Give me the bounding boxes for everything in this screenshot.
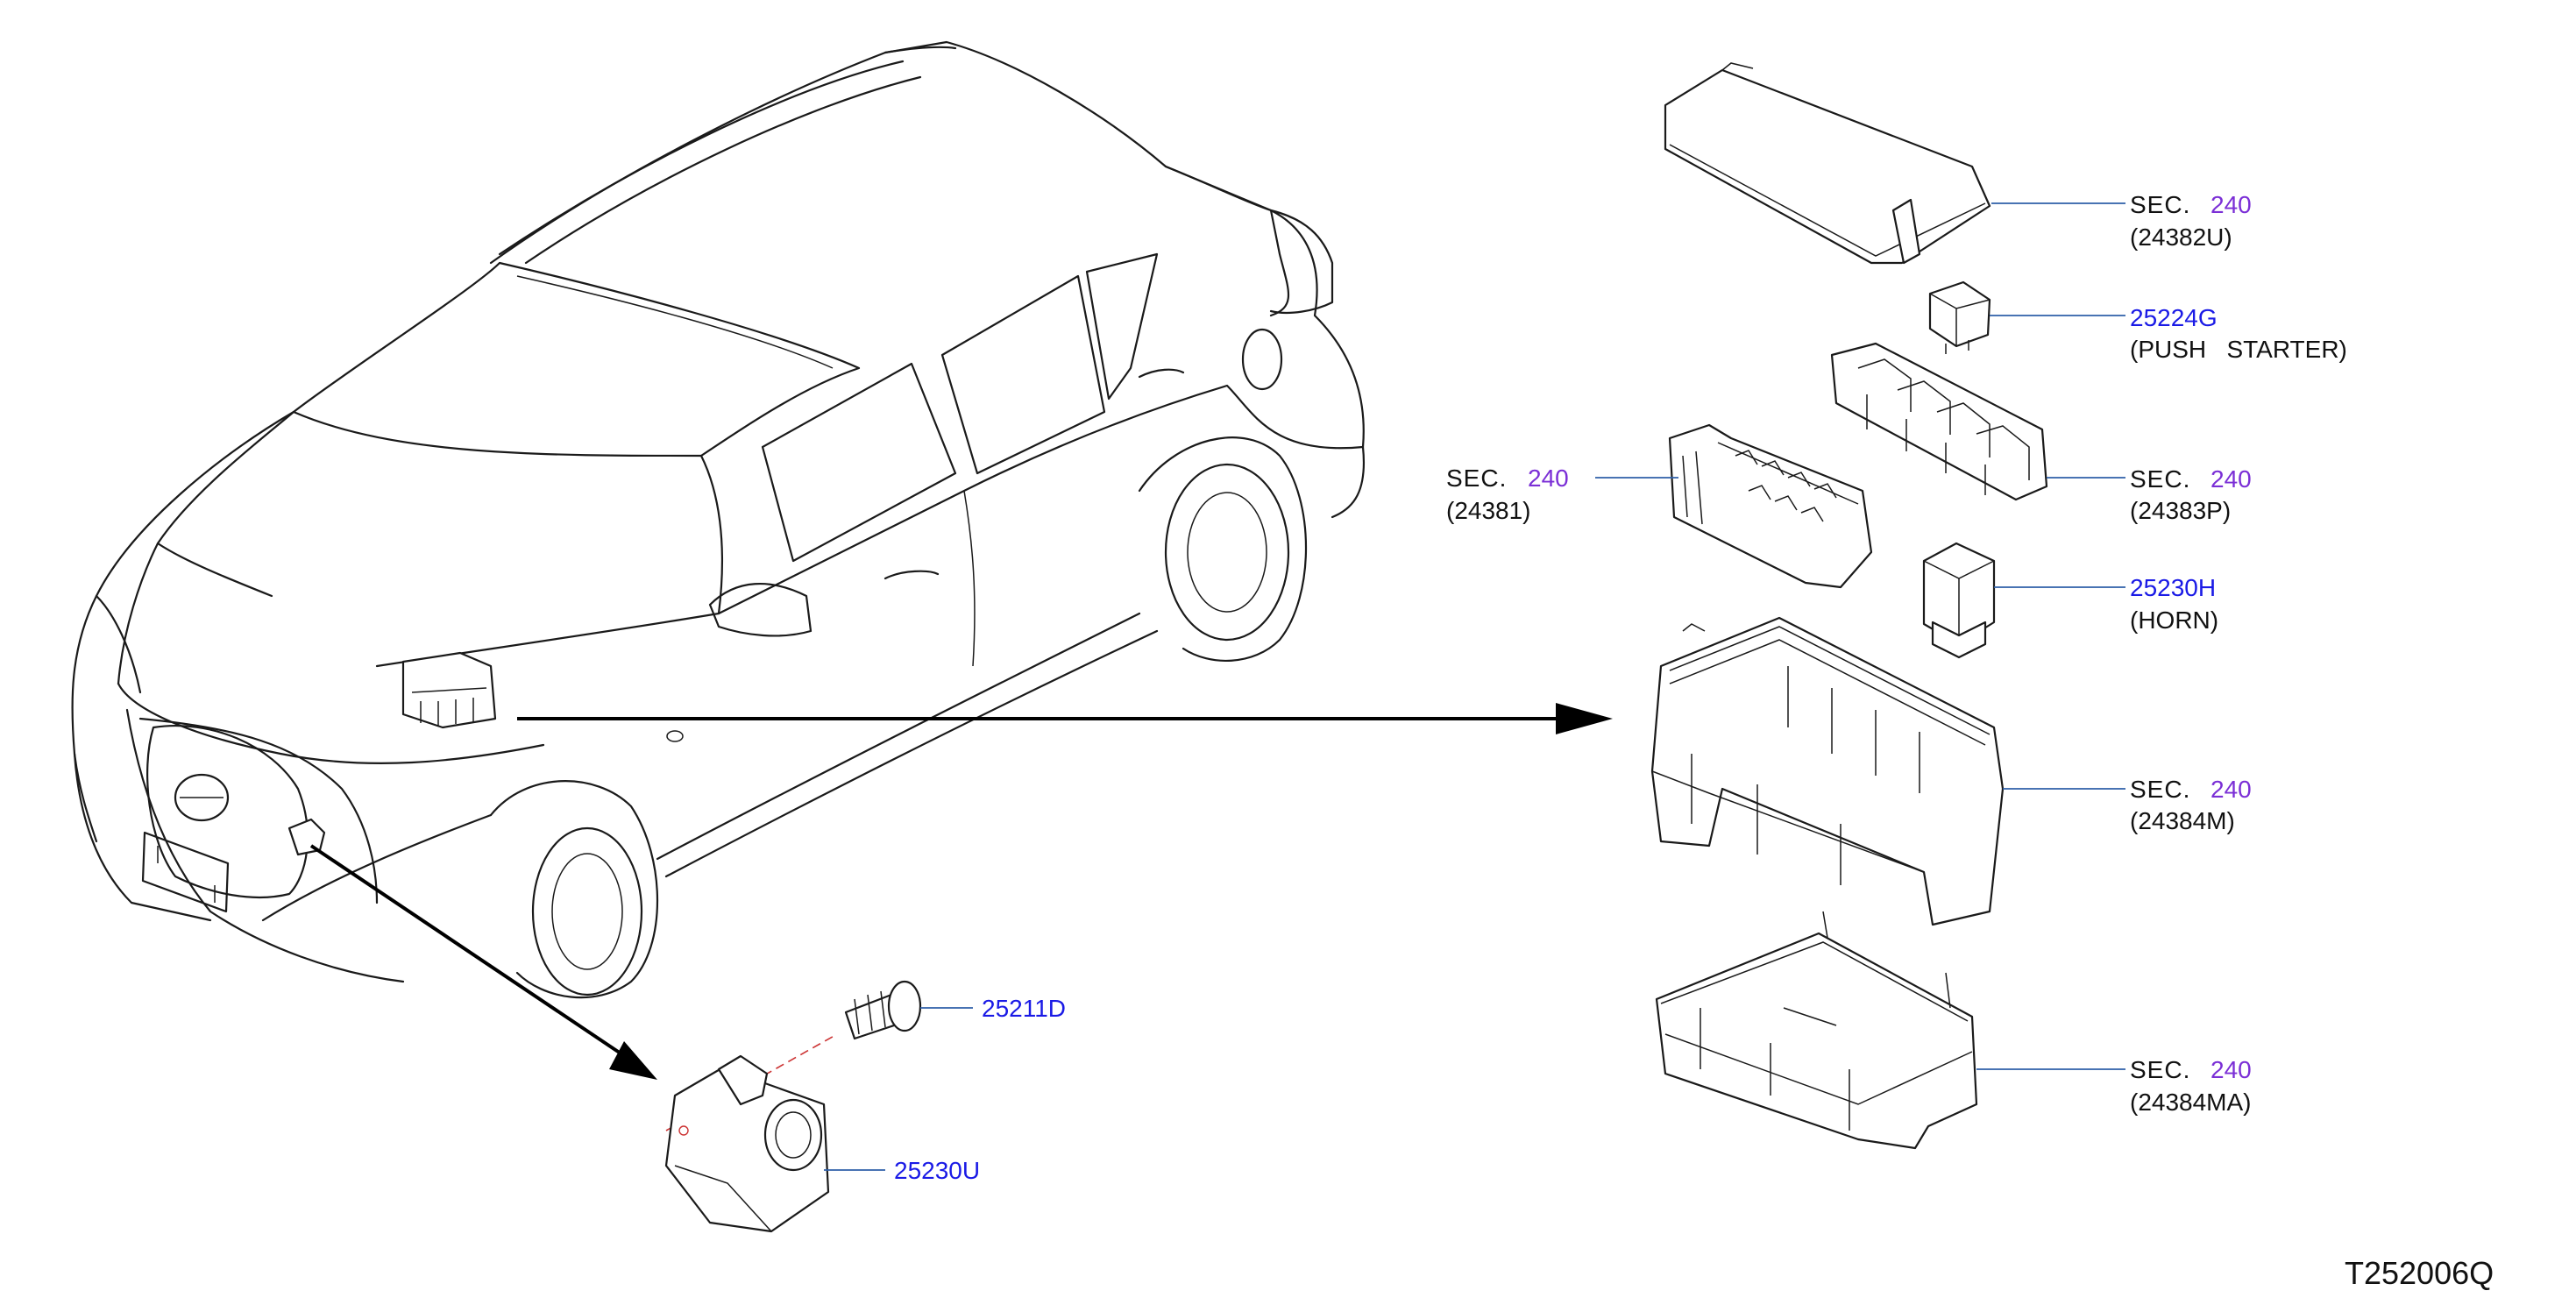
bracket-relay-part bbox=[664, 1054, 830, 1233]
pointer-arrows bbox=[309, 703, 1613, 1080]
fuse-holder-sec-prefix: SEC. bbox=[1446, 465, 1507, 492]
cover-part-code: (24382U) bbox=[2130, 223, 2232, 251]
case-sec-prefix: SEC. bbox=[2130, 776, 2190, 803]
horn-relay-part-number[interactable]: 25230H bbox=[2130, 574, 2216, 601]
figure-id: T252006Q bbox=[2345, 1255, 2494, 1291]
lower-cover-sec-number[interactable]: 240 bbox=[2211, 1056, 2252, 1083]
cover-sec-prefix: SEC. bbox=[2130, 191, 2190, 218]
leader-lines bbox=[824, 202, 2125, 1171]
case-part-code: (24384M) bbox=[2130, 807, 2235, 834]
fuse-case-part bbox=[1650, 616, 2005, 926]
lower-cover-sec-prefix: SEC. bbox=[2130, 1056, 2190, 1083]
relay-block-part-code: (24383P) bbox=[2130, 497, 2231, 524]
push-starter-relay-part bbox=[1928, 280, 1991, 354]
bracket-relay-part-number[interactable]: 25230U bbox=[894, 1157, 980, 1184]
vehicle-outline bbox=[71, 40, 1365, 999]
lower-cover-part bbox=[1655, 911, 1978, 1150]
lower-cover-part-code: (24384MA) bbox=[2130, 1089, 2252, 1116]
push-starter-desc: (PUSH STARTER) bbox=[2130, 336, 2347, 363]
arrow-head-fusebox bbox=[1556, 703, 1613, 734]
fuse-holder-part bbox=[1668, 423, 1873, 589]
cover-sec-number[interactable]: 240 bbox=[2211, 191, 2252, 218]
push-starter-part-number[interactable]: 25224G bbox=[2130, 304, 2218, 331]
fuse-holder-sec-number[interactable]: 240 bbox=[1528, 465, 1569, 492]
arrow-head-bracket bbox=[609, 1041, 657, 1080]
relay-block-part bbox=[1830, 342, 2048, 501]
arrow-bracket-detail bbox=[309, 844, 646, 1071]
relay-block-sec-number[interactable]: 240 bbox=[2211, 465, 2252, 493]
horn-relay-part bbox=[1922, 542, 1996, 659]
upper-cover-part bbox=[1664, 62, 1991, 265]
case-sec-number[interactable]: 240 bbox=[2211, 776, 2252, 803]
screw-part bbox=[844, 980, 922, 1040]
screw-part-number[interactable]: 25211D bbox=[982, 995, 1066, 1022]
horn-relay-desc: (HORN) bbox=[2130, 606, 2218, 634]
relay-block-sec-prefix: SEC. bbox=[2130, 465, 2190, 493]
fuse-holder-part-code: (24381) bbox=[1446, 497, 1531, 524]
